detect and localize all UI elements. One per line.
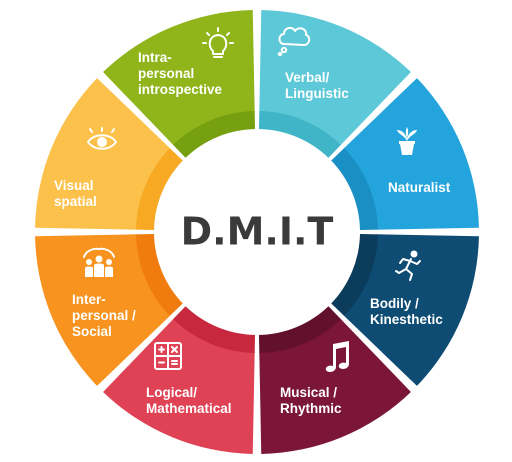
segment-verbal-label: Verbal/Linguistic <box>285 70 349 101</box>
segment-logical-outer <box>103 318 255 454</box>
segment-label-line: Rhythmic <box>280 401 342 416</box>
segment-label-line: Inter- <box>72 292 106 307</box>
segment-label-line: introspective <box>138 82 223 97</box>
segment-label-line: Mathematical <box>146 401 232 416</box>
segment-label-line: Intra- <box>138 50 172 65</box>
segment-label-line: Linguistic <box>285 86 349 101</box>
segment-musical-outer <box>259 318 411 454</box>
segment-label-line: Verbal/ <box>285 70 330 85</box>
segment-bodily-label: Bodily /Kinesthetic <box>370 296 443 327</box>
segment-bodily-outer <box>343 234 479 386</box>
segment-bodily: Bodily /Kinesthetic <box>319 233 479 386</box>
segment-label-line: Social <box>72 324 112 339</box>
segment-label-line: spatial <box>54 194 97 209</box>
segment-label-line: personal / <box>72 308 136 323</box>
segment-musical-label: Musical /Rhythmic <box>280 385 342 416</box>
eye-icon <box>87 127 117 150</box>
calculator-icon <box>154 342 182 370</box>
segment-interpersonal-outer <box>35 234 171 386</box>
segment-label-line: Musical / <box>280 385 337 400</box>
lightbulb-icon <box>202 27 234 58</box>
segment-interpersonal-label: Inter-personal /Social <box>72 292 136 339</box>
segment-logical-label: Logical/Mathematical <box>146 385 232 416</box>
center-circle <box>154 129 360 335</box>
running-person-icon <box>395 250 421 281</box>
segment-naturalist-label: Naturalist <box>388 180 451 195</box>
thought-bubble-icon <box>277 26 311 57</box>
plant-pot-icon <box>397 127 417 155</box>
group-people-icon <box>83 247 115 277</box>
segment-visual-outer <box>35 78 171 230</box>
segment-label-line: Kinesthetic <box>370 312 443 327</box>
segment-label-line: Visual <box>54 178 94 193</box>
center-hub: D.M.I.T <box>154 129 360 335</box>
segment-label-line: Bodily / <box>370 296 419 311</box>
segment-intrapersonal-outer <box>103 10 255 146</box>
segment-label-line: Logical/ <box>146 385 197 400</box>
segment-label-line: personal <box>138 66 194 81</box>
center-title: D.M.I.T <box>181 210 334 254</box>
segment-label-line: Naturalist <box>388 180 451 195</box>
music-note-icon <box>325 341 349 372</box>
